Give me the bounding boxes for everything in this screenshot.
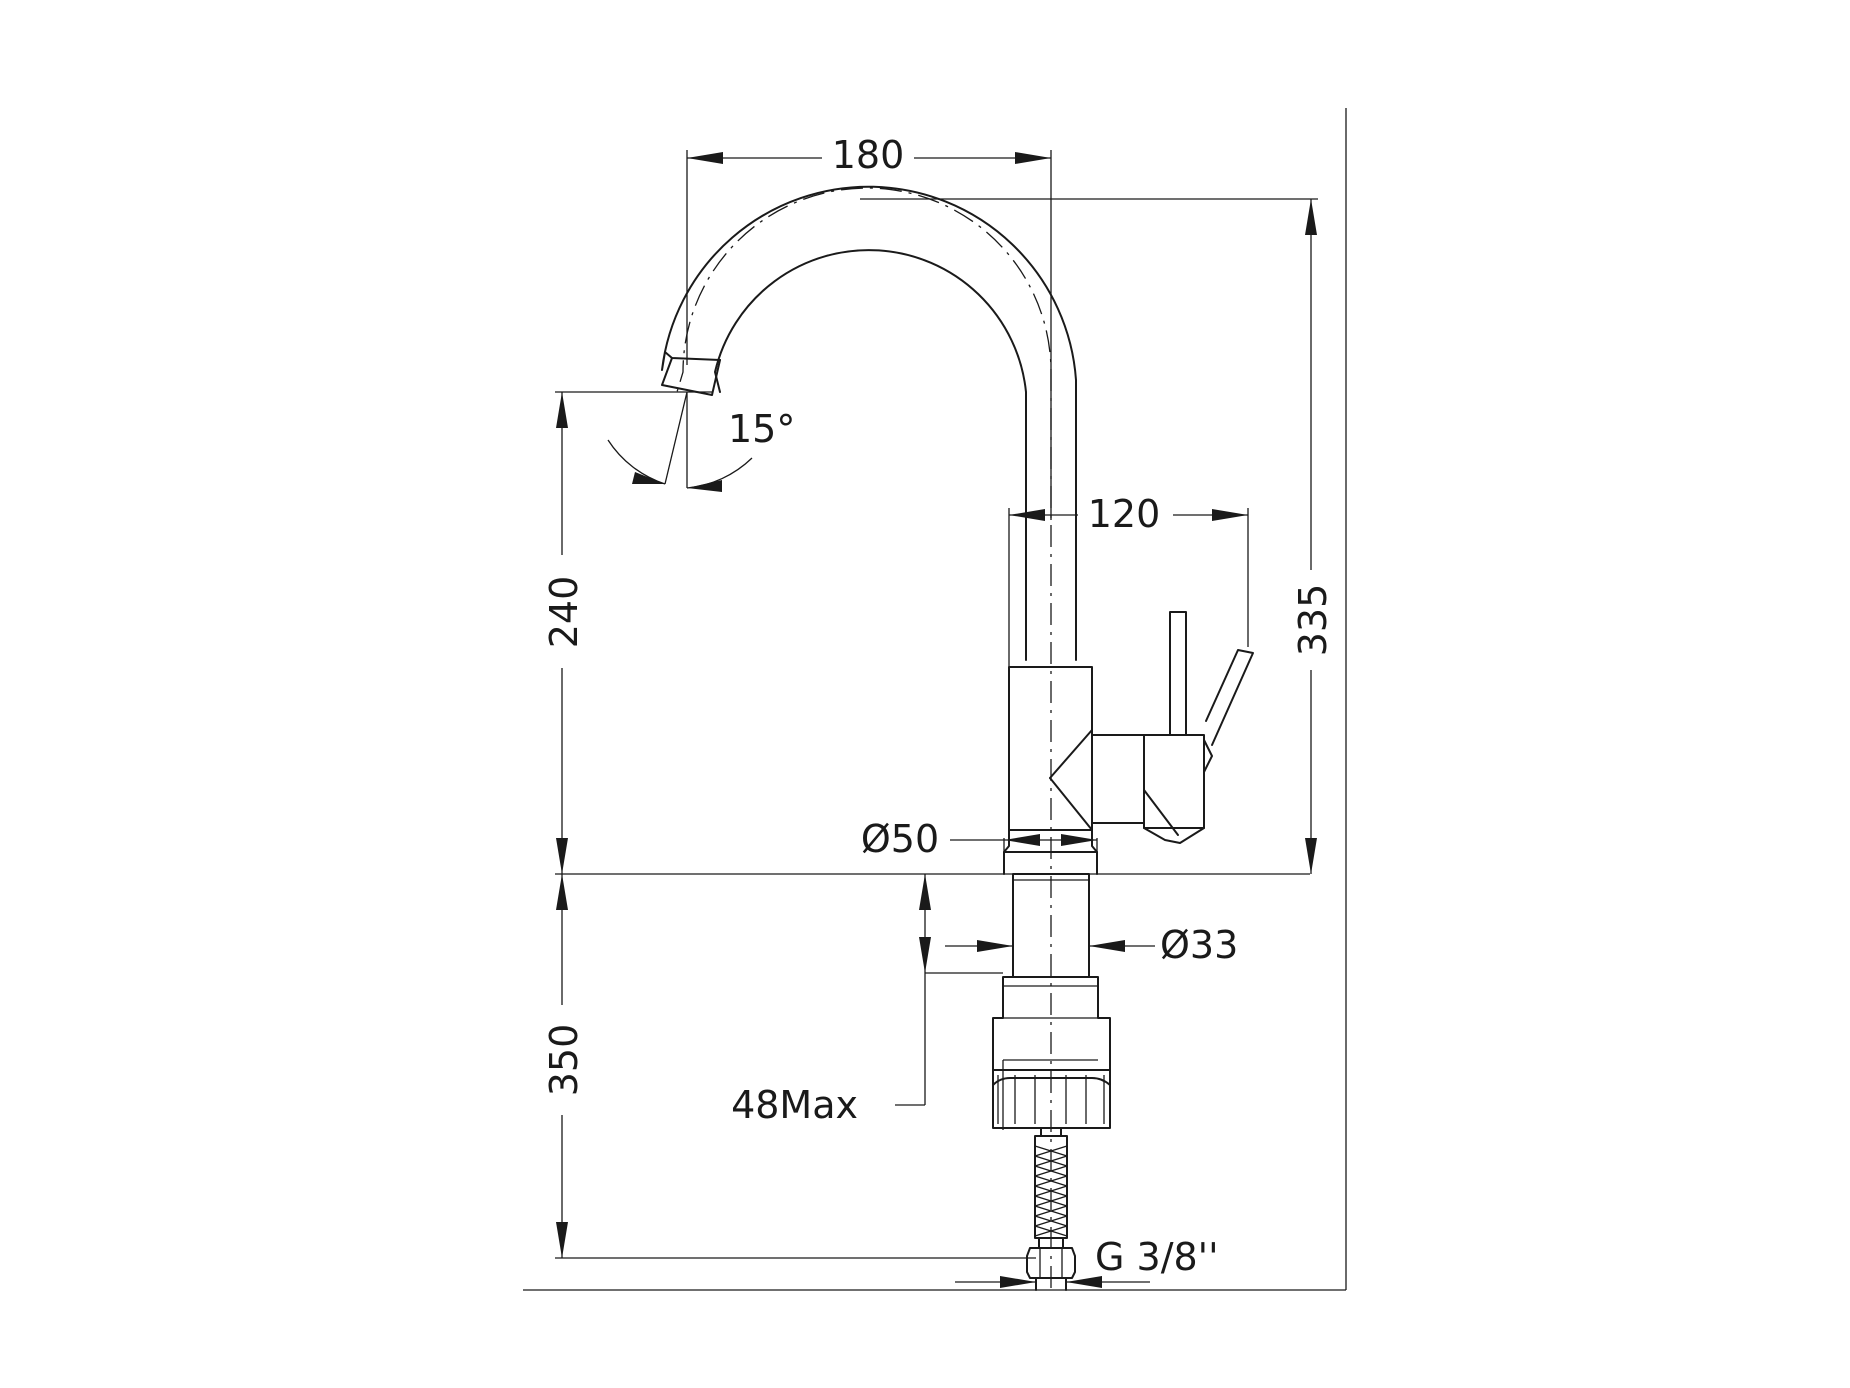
faucet-body: [1008, 611, 1254, 844]
dim-15-label: 15°: [728, 407, 795, 451]
supply-hose: [1026, 1127, 1076, 1291]
dim-thread: G 3/8'': [955, 1235, 1219, 1288]
dim-120: 120: [1008, 492, 1249, 667]
dim-diameter-33: Ø33: [945, 923, 1238, 967]
dim-diameter-50: Ø50: [861, 817, 1098, 874]
mounting-nut: [992, 976, 1111, 1130]
dim-180: 180: [686, 133, 1052, 520]
dim-diameter-50-label: Ø50: [861, 817, 939, 861]
dim-350: 350: [542, 874, 1036, 1259]
dim-15-degrees: 15°: [607, 391, 795, 492]
spout: [661, 185, 1077, 661]
dim-240-label: 240: [542, 576, 586, 649]
dim-180-label: 180: [832, 133, 905, 177]
dim-diameter-33-label: Ø33: [1160, 923, 1238, 967]
dim-335: 335: [860, 198, 1335, 874]
dim-thread-label: G 3/8'': [1095, 1235, 1219, 1279]
dim-48max: 48Max: [731, 874, 1003, 1127]
dim-120-label: 120: [1088, 492, 1161, 536]
center-lines: [676, 187, 1052, 1288]
frame-lines: [523, 108, 1347, 1291]
dim-350-label: 350: [542, 1024, 586, 1097]
dim-240: 240: [542, 391, 712, 874]
dim-48max-label: 48Max: [731, 1083, 858, 1127]
dim-335-label: 335: [1291, 584, 1335, 657]
